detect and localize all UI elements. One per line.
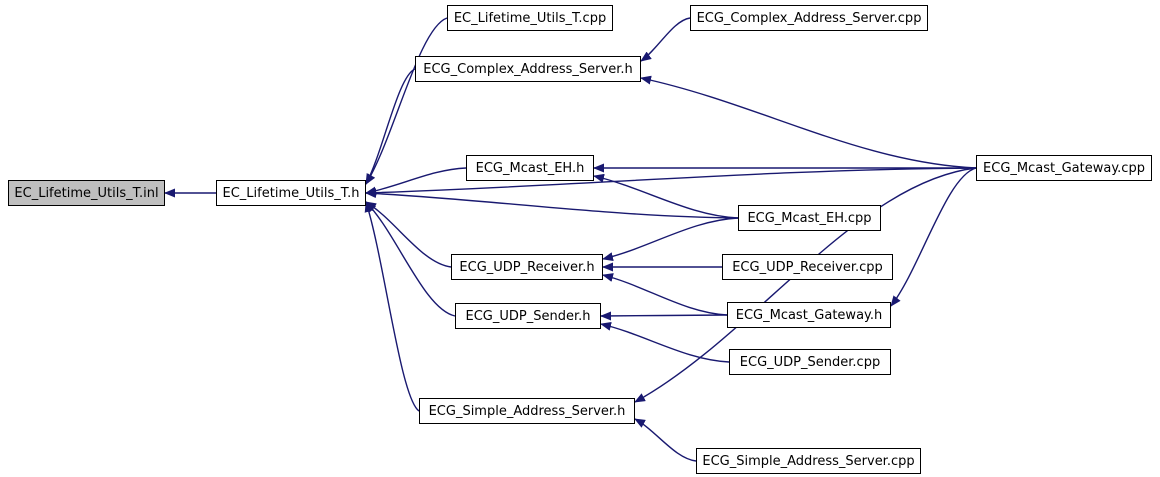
graph-node-label: EC_Lifetime_Utils_T.h xyxy=(222,185,360,201)
graph-edge-mcast_gw_cpp-to-hub xyxy=(365,167,977,198)
graph-node-ec_cpp[interactable]: EC_Lifetime_Utils_T.cpp xyxy=(447,5,613,31)
graph-node-udp_send_cpp[interactable]: ECG_UDP_Sender.cpp xyxy=(729,349,891,375)
graph-edge-udp_send_cpp-to-udp_send_h xyxy=(600,321,730,363)
graph-node-complex_cpp[interactable]: ECG_Complex_Address_Server.cpp xyxy=(690,5,928,31)
graph-node-mcast_gw_cpp[interactable]: ECG_Mcast_Gateway.cpp xyxy=(976,155,1152,181)
graph-node-mcast_eh_h[interactable]: ECG_Mcast_EH.h xyxy=(466,155,594,181)
graph-edge-mcast_gw_cpp-to-mcast_gw_h xyxy=(890,167,977,307)
graph-node-label: ECG_Simple_Address_Server.cpp xyxy=(702,453,915,469)
graph-edge-simple_h-to-hub xyxy=(364,201,420,412)
graph-edge-mcast_eh_cpp-to-hub xyxy=(365,189,739,219)
graph-node-mcast_eh_cpp[interactable]: ECG_Mcast_EH.cpp xyxy=(738,205,881,231)
graph-node-label: ECG_UDP_Receiver.h xyxy=(459,259,595,275)
graph-edge-ec_cpp-to-hub xyxy=(365,17,448,185)
graph-node-label: ECG_Mcast_Gateway.h xyxy=(735,307,883,323)
graph-node-udp_recv_cpp[interactable]: ECG_UDP_Receiver.cpp xyxy=(722,254,893,280)
graph-node-inl[interactable]: EC_Lifetime_Utils_T.inl xyxy=(8,180,165,206)
graph-edge-complex_cpp-to-complex_h xyxy=(640,17,691,62)
graph-node-complex_h[interactable]: ECG_Complex_Address_Server.h xyxy=(415,56,641,82)
graph-node-label: ECG_Mcast_Gateway.cpp xyxy=(983,160,1145,176)
graph-edge-mcast_eh_cpp-to-udp_recv_h xyxy=(602,217,739,262)
graph-node-udp_recv_h[interactable]: ECG_UDP_Receiver.h xyxy=(451,254,603,280)
graph-node-simple_h[interactable]: ECG_Simple_Address_Server.h xyxy=(419,398,635,424)
graph-edge-mcast_gw_h-to-udp_recv_h xyxy=(602,273,728,316)
graph-node-label: ECG_Simple_Address_Server.h xyxy=(428,403,626,419)
graph-edge-mcast_eh_cpp-to-mcast_eh_h xyxy=(593,173,739,219)
graph-node-label: ECG_Mcast_EH.h xyxy=(475,160,585,176)
graph-node-label: ECG_UDP_Receiver.cpp xyxy=(732,259,883,275)
graph-edge-complex_h-to-hub xyxy=(365,68,416,185)
graph-node-label: ECG_Complex_Address_Server.cpp xyxy=(696,10,922,26)
graph-edge-mcast_gw_cpp-to-complex_h xyxy=(640,75,977,169)
graph-node-udp_send_h[interactable]: ECG_UDP_Sender.h xyxy=(455,303,601,329)
graph-node-label: EC_Lifetime_Utils_T.inl xyxy=(14,185,159,201)
graph-edge-mcast_eh_h-to-hub xyxy=(365,167,467,196)
graph-node-label: EC_Lifetime_Utils_T.cpp xyxy=(453,10,607,26)
graph-edge-udp_send_h-to-hub xyxy=(365,201,456,317)
graph-edge-simple_cpp-to-simple_h xyxy=(634,418,697,462)
graph-node-hub[interactable]: EC_Lifetime_Utils_T.h xyxy=(216,180,366,206)
graph-edge-mcast_gw_h-to-udp_send_h xyxy=(600,311,728,321)
graph-node-mcast_gw_h[interactable]: ECG_Mcast_Gateway.h xyxy=(727,302,891,328)
graph-node-label: ECG_UDP_Sender.cpp xyxy=(739,354,881,370)
graph-node-label: ECG_Mcast_EH.cpp xyxy=(747,210,872,226)
graph-edge-udp_recv_h-to-hub xyxy=(365,201,452,268)
graph-node-label: ECG_UDP_Sender.h xyxy=(465,308,591,324)
graph-node-simple_cpp[interactable]: ECG_Simple_Address_Server.cpp xyxy=(696,448,921,474)
graph-node-label: ECG_Complex_Address_Server.h xyxy=(423,61,633,77)
